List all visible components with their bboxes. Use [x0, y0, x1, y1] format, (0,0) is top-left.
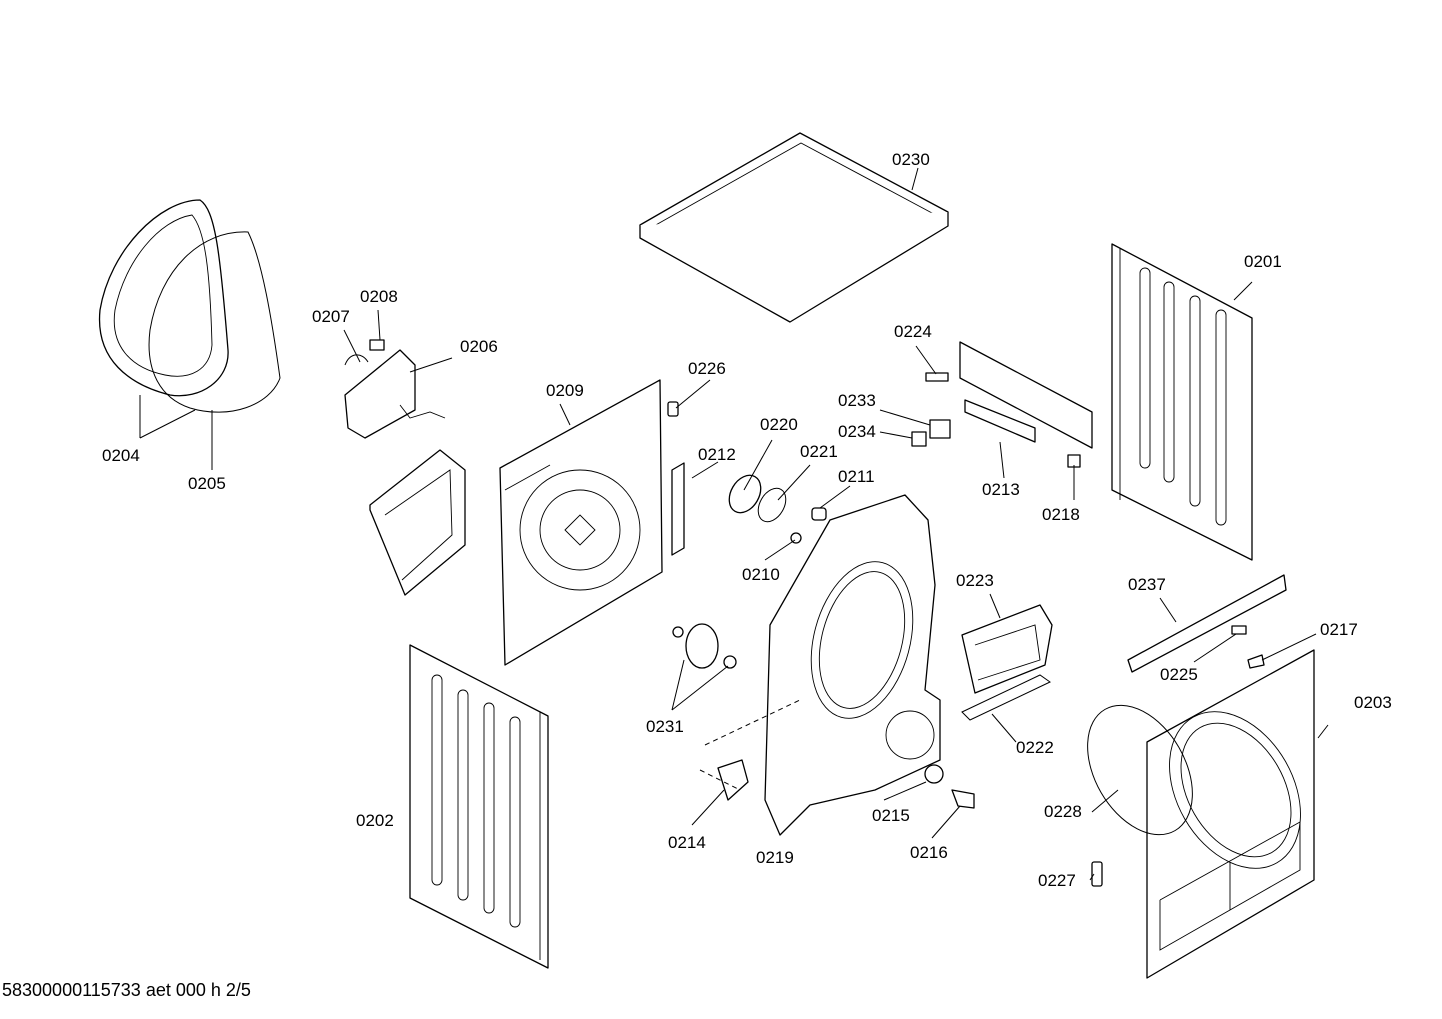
label-0215: 0215 [872, 806, 910, 825]
leader-lines [139, 167, 1329, 881]
label-0213: 0213 [982, 480, 1020, 499]
label-0206: 0206 [460, 337, 498, 356]
label-0204: 0204 [102, 446, 140, 465]
callout-labels: 0201 0202 0203 0204 0205 0206 0207 0208 … [102, 150, 1392, 890]
part-0224-connector[interactable] [925, 372, 949, 382]
label-0203: 0203 [1354, 693, 1392, 712]
label-0234: 0234 [838, 422, 876, 441]
label-0209: 0209 [546, 381, 584, 400]
part-0208-clip[interactable] [369, 339, 385, 351]
label-0230: 0230 [892, 150, 930, 169]
label-0225: 0225 [1160, 665, 1198, 684]
part-0203-front-panel[interactable] [1143, 649, 1327, 979]
label-0227: 0227 [1038, 871, 1076, 890]
part-0209-rear-wall[interactable] [499, 379, 663, 666]
part-0234-terminal[interactable] [911, 431, 927, 447]
label-0224: 0224 [894, 322, 932, 341]
label-0202: 0202 [356, 811, 394, 830]
part-0226-clip[interactable] [667, 401, 679, 417]
label-0237: 0237 [1128, 575, 1166, 594]
label-0228: 0228 [1044, 802, 1082, 821]
label-0221: 0221 [800, 442, 838, 461]
part-0227-hinge[interactable] [1091, 861, 1103, 887]
part-0211-sensor[interactable] [811, 507, 827, 521]
label-0233: 0233 [838, 391, 876, 410]
part-0204-door-ring[interactable] [98, 199, 229, 397]
part-0225-clip[interactable] [1231, 625, 1247, 635]
label-0214: 0214 [668, 833, 706, 852]
part-0219-main-frame[interactable] [764, 494, 941, 836]
part-0205-door-seal[interactable] [148, 231, 281, 413]
label-0218: 0218 [1042, 505, 1080, 524]
label-0226: 0226 [688, 359, 726, 378]
part-0237-rail[interactable] [1127, 574, 1287, 673]
part-0221-gasket[interactable] [753, 483, 792, 526]
part-0214-switch[interactable] [717, 759, 749, 801]
part-0212-strip[interactable] [671, 462, 685, 556]
part-0230-top-cover[interactable] [639, 132, 949, 323]
part-0231-pulley[interactable] [672, 623, 737, 669]
label-0212: 0212 [698, 445, 736, 464]
part-0215-knob[interactable] [924, 764, 944, 784]
label-0220: 0220 [760, 415, 798, 434]
part-0233-relay[interactable] [929, 419, 951, 439]
part-0228-door-gasket[interactable] [1066, 687, 1214, 853]
part-0216-knob[interactable] [951, 789, 975, 809]
part-0220-heater-cover[interactable] [723, 470, 767, 519]
part-0223-lint-filter[interactable] [961, 604, 1053, 694]
label-0222: 0222 [1016, 738, 1054, 757]
part-0213-bracket[interactable] [959, 341, 1093, 449]
label-0201: 0201 [1244, 252, 1282, 271]
part-0202-left-side-panel[interactable] [409, 644, 549, 969]
label-0207: 0207 [312, 307, 350, 326]
part-0217-hook[interactable] [1247, 654, 1265, 669]
part-0206-module[interactable] [344, 349, 446, 439]
air-duct[interactable] [369, 449, 466, 596]
label-0210: 0210 [742, 565, 780, 584]
part-0207-wire[interactable] [344, 354, 369, 366]
label-0205: 0205 [188, 474, 226, 493]
label-0223: 0223 [956, 571, 994, 590]
label-0217: 0217 [1320, 620, 1358, 639]
label-0219: 0219 [756, 848, 794, 867]
part-0222-filter-seal[interactable] [961, 674, 1051, 721]
drawing-reference: 58300000115733 aet 000 h 2/5 [2, 980, 251, 1000]
label-0216: 0216 [910, 843, 948, 862]
part-0201-right-side-panel[interactable] [1111, 243, 1253, 561]
label-0208: 0208 [360, 287, 398, 306]
label-0211: 0211 [838, 467, 875, 486]
label-0231: 0231 [646, 717, 684, 736]
